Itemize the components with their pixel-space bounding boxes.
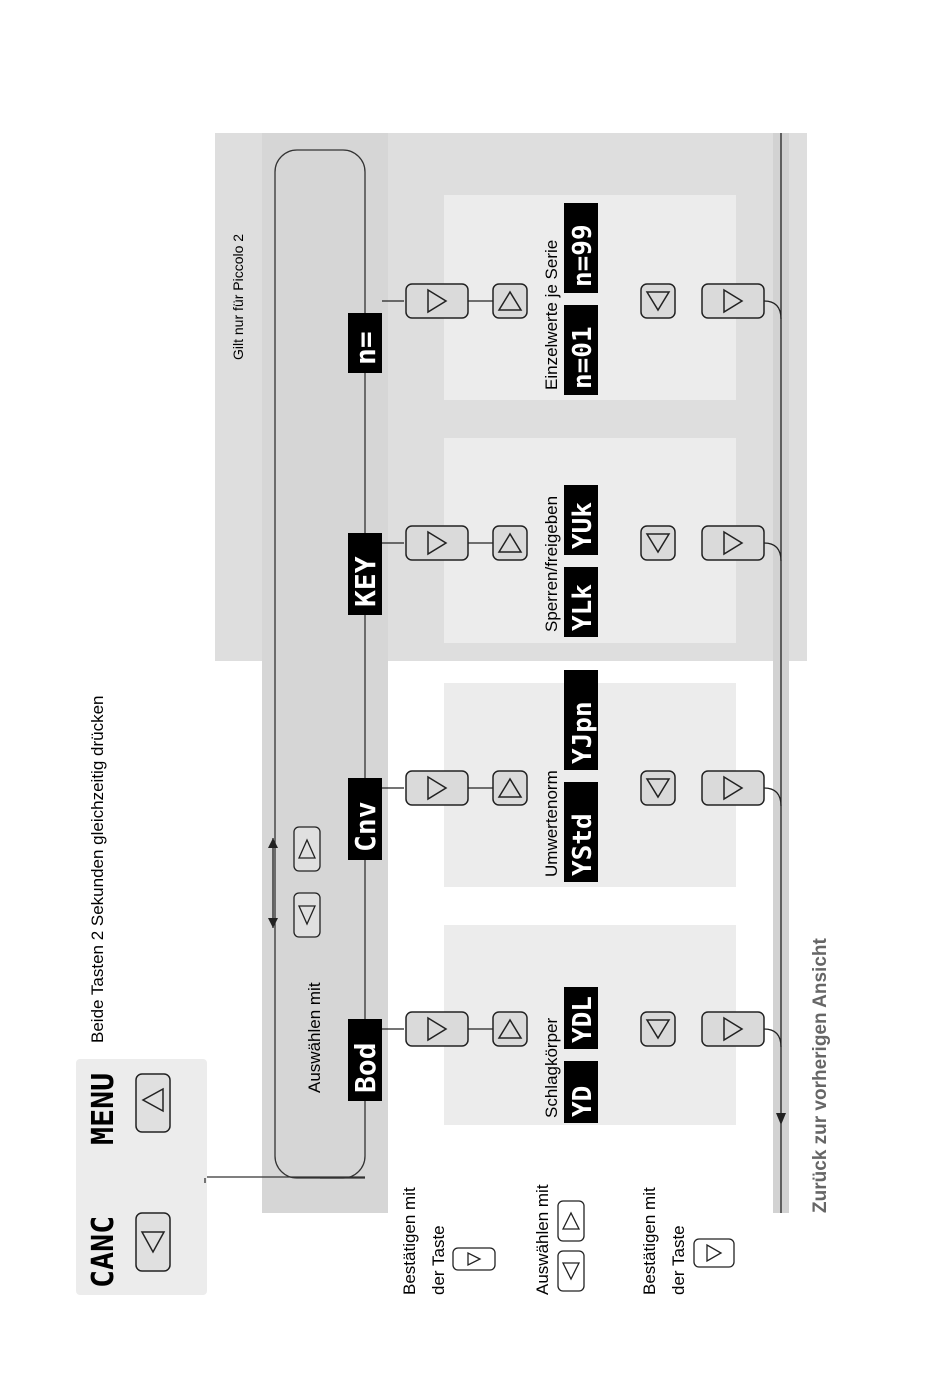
legend-up-button[interactable] (558, 1201, 584, 1241)
value-label: YStd (568, 813, 598, 876)
piccolo-note: Gilt nur für Piccolo 2 (230, 234, 246, 360)
legend-confirm-bottom-line2: der Taste (669, 1225, 688, 1295)
loop-up-button[interactable] (294, 827, 320, 871)
legend-confirm-top-button[interactable] (453, 1248, 495, 1270)
enter-button[interactable] (406, 284, 468, 318)
legend-confirm-top-line1: Bestätigen mit (400, 1187, 419, 1295)
legend-confirm-top-line2: der Taste (429, 1225, 448, 1295)
legend-select-line: Auswählen mit (533, 1184, 552, 1295)
confirm-button[interactable] (702, 1012, 764, 1046)
legend-down-button[interactable] (558, 1251, 584, 1291)
enter-button[interactable] (406, 1012, 468, 1046)
down-button[interactable] (641, 1012, 675, 1046)
value-label: YD (568, 1086, 598, 1117)
legend-confirm-bottom-line1: Bestätigen mit (640, 1187, 659, 1295)
menu-display-label: Bod (349, 1042, 382, 1093)
down-button[interactable] (641, 284, 675, 318)
value-label: YJpn (568, 701, 598, 764)
cancel-display: CANC (86, 1216, 121, 1288)
menu-display-label: Cnv (349, 801, 382, 852)
legend-confirm-bottom-button[interactable] (694, 1239, 734, 1267)
down-button[interactable] (641, 771, 675, 805)
menu-display: MENU (86, 1073, 121, 1145)
return-label: Zurück zur vorherigen Ansicht (810, 937, 831, 1213)
loop-select-label: Auswählen mit (305, 982, 324, 1093)
cancel-button[interactable] (136, 1213, 170, 1271)
value-label: n=01 (568, 326, 598, 389)
enter-button[interactable] (406, 526, 468, 560)
panel-label: Umwertenorm (542, 770, 561, 877)
confirm-button[interactable] (702, 284, 764, 318)
down-button[interactable] (641, 526, 675, 560)
menu-display-label: KEY (349, 556, 382, 607)
confirm-button[interactable] (702, 771, 764, 805)
menu-display-label: n= (349, 331, 382, 365)
loop-down-button[interactable] (294, 893, 320, 937)
instruction-text: Beide Tasten 2 Sekunden gleichzeitig drü… (88, 696, 107, 1043)
up-button[interactable] (493, 526, 527, 560)
up-button[interactable] (493, 771, 527, 805)
value-label: YLk (568, 584, 598, 631)
panel-label: Schlagkörper (542, 1017, 561, 1118)
value-label: YUk (568, 502, 598, 549)
menu-button[interactable] (136, 1074, 170, 1132)
confirm-button[interactable] (702, 526, 764, 560)
panel-label: Einzelwerte je Serie (542, 240, 561, 390)
enter-button[interactable] (406, 771, 468, 805)
up-button[interactable] (493, 1012, 527, 1046)
value-label: n=99 (568, 224, 598, 287)
panel-label: Sperren/freigeben (542, 496, 561, 632)
up-button[interactable] (493, 284, 527, 318)
value-label: YDL (568, 996, 598, 1043)
